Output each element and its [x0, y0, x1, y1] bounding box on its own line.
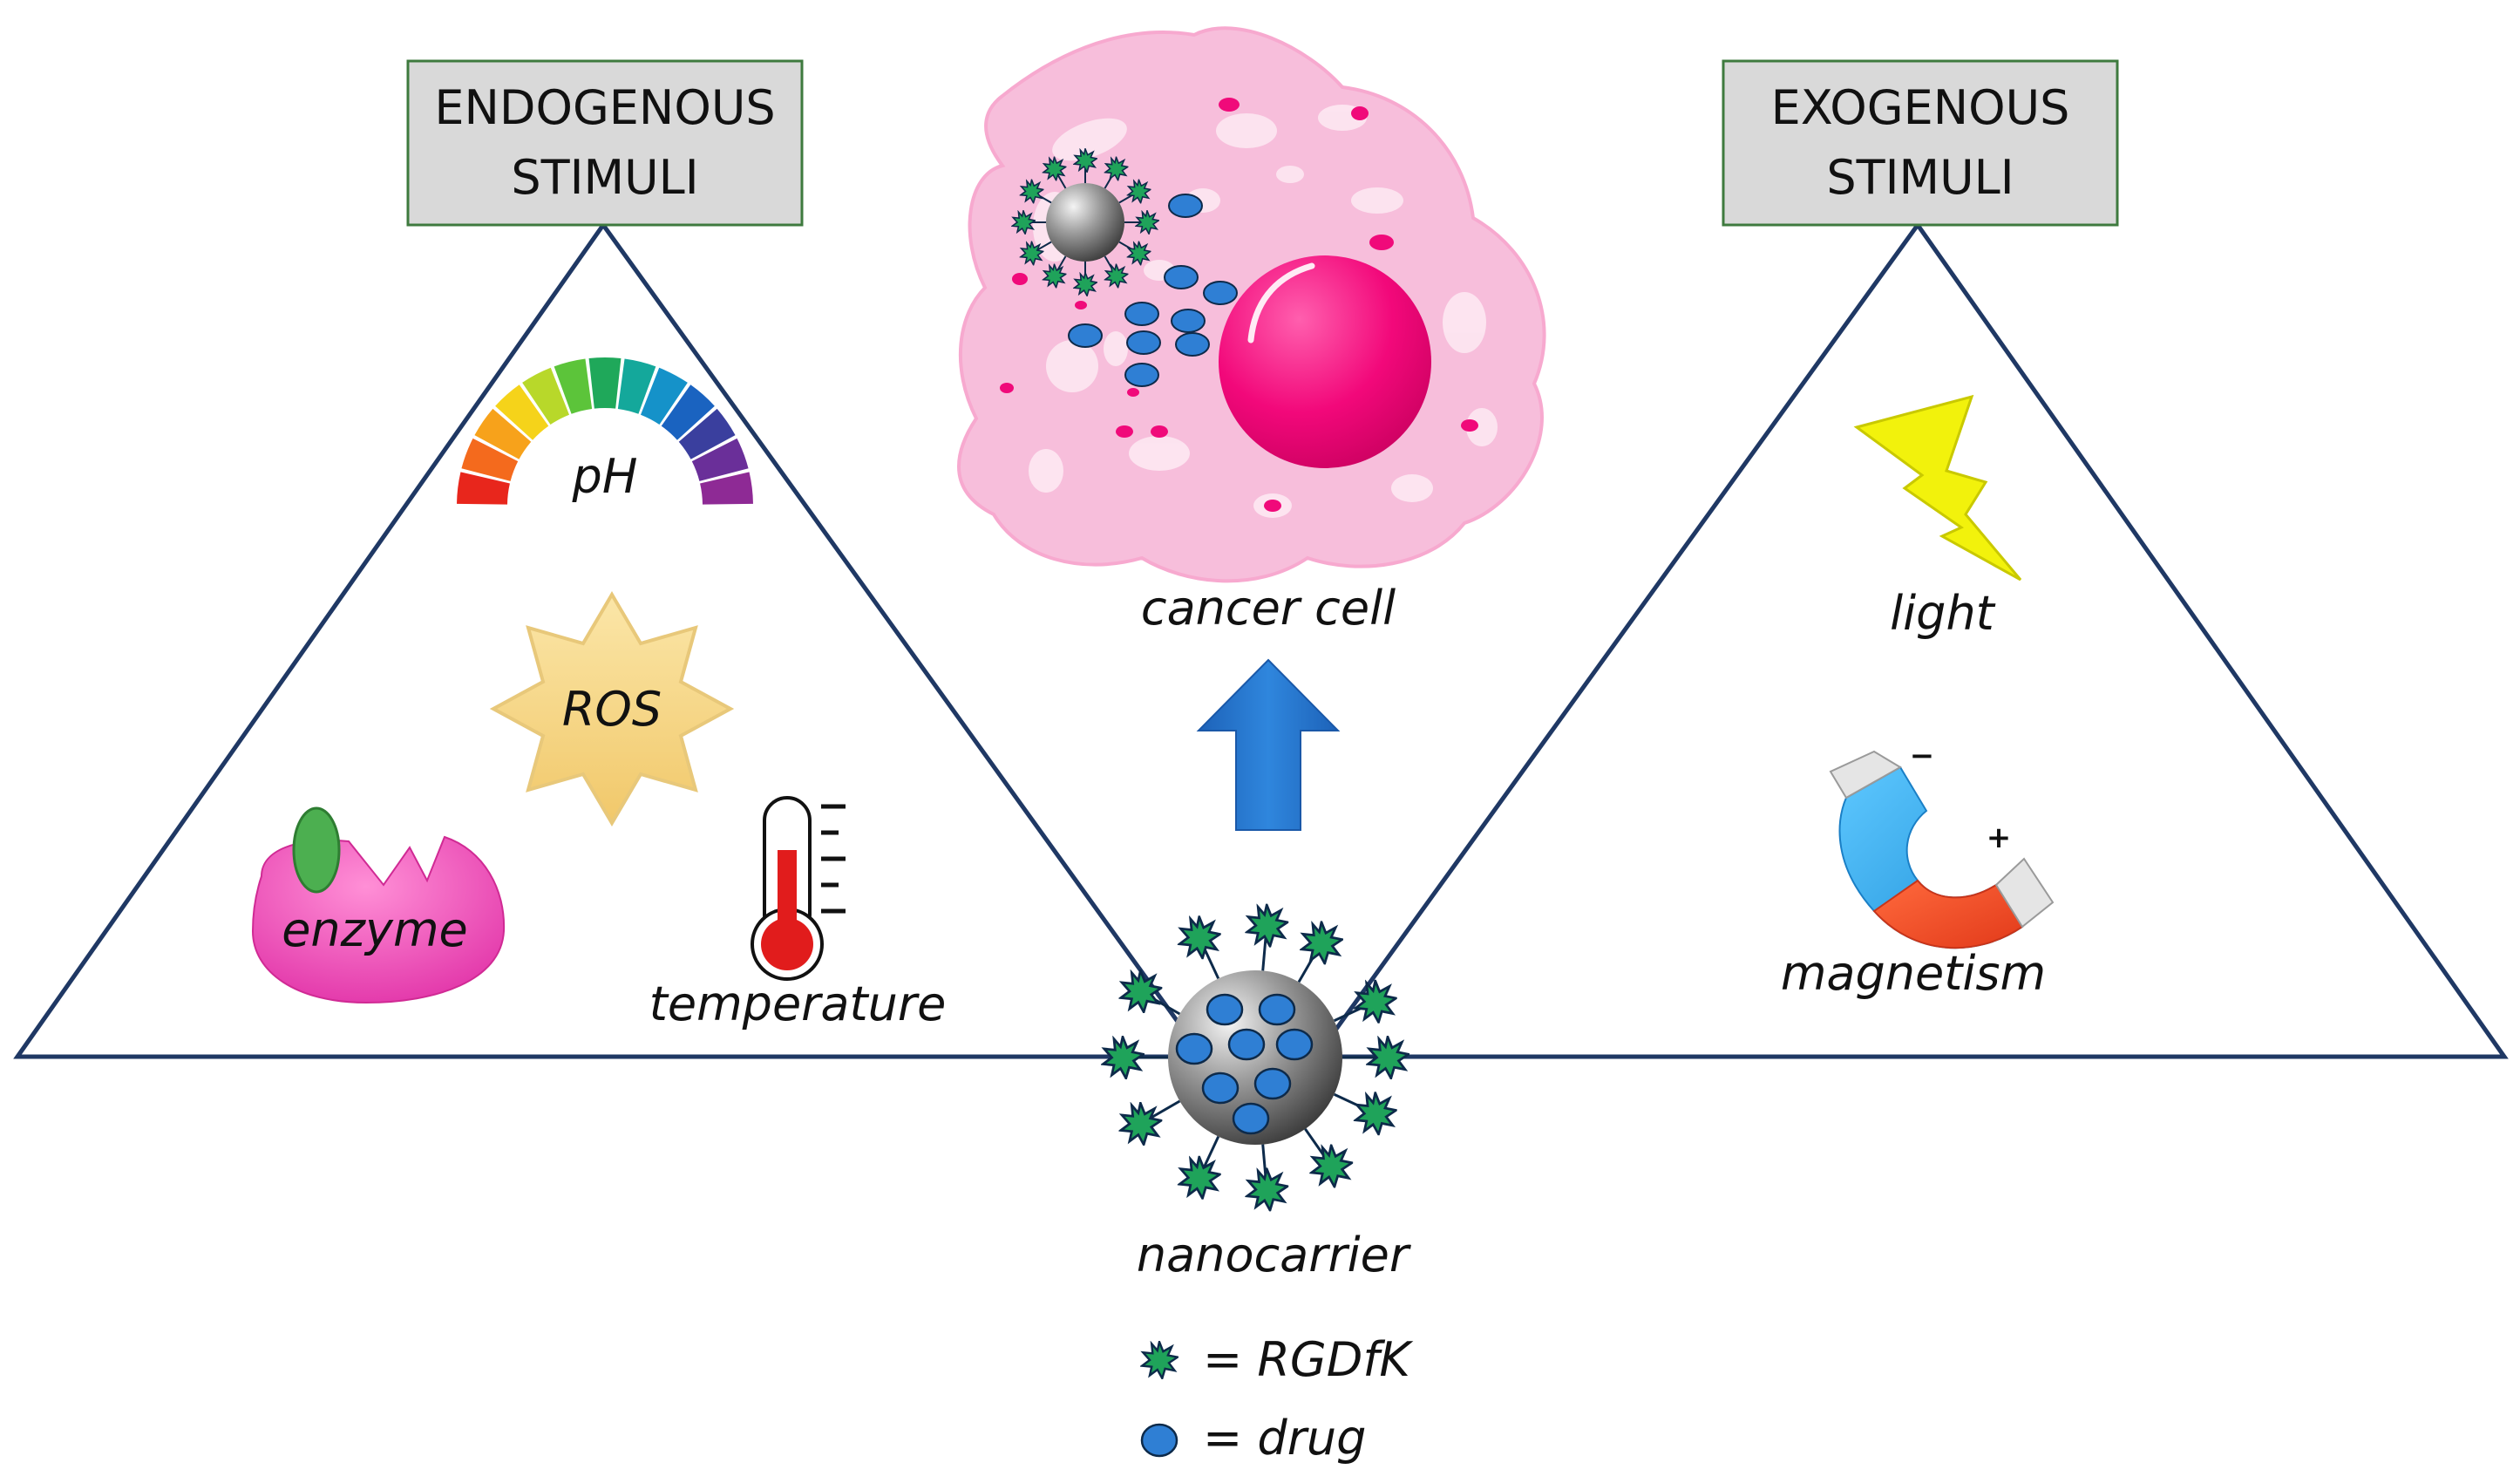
ph-gauge-segment — [700, 472, 753, 505]
ph-gauge-segment — [588, 357, 622, 409]
drug-icon — [1068, 323, 1103, 348]
drug-icon — [1203, 281, 1238, 305]
endogenous-title-line1: ENDOGENOUS — [434, 80, 775, 135]
rgdfk-icon — [1354, 979, 1397, 1024]
ph-gauge-segment — [640, 367, 688, 425]
rgdfk-icon — [1119, 1102, 1163, 1146]
enzyme-substrate-icon — [292, 806, 341, 894]
enzyme-label: enzyme — [282, 902, 468, 957]
ph-gauge-segment — [495, 384, 549, 440]
ph-gauge-segment — [474, 408, 532, 459]
drug-icon — [1124, 363, 1159, 387]
drug-icon — [1168, 194, 1203, 218]
drug-icon — [1126, 330, 1161, 355]
magnetism-label: magnetism — [1781, 946, 2046, 1001]
drug-icon — [1227, 1028, 1266, 1061]
ph-gauge-segment — [461, 438, 519, 481]
exogenous-title-box: EXOGENOUS STIMULI — [1722, 59, 2119, 227]
cell-nanocarrier-core — [1046, 183, 1124, 262]
drug-icon — [1164, 265, 1199, 289]
light-label: light — [1890, 586, 1996, 641]
drug-icon — [1175, 1032, 1213, 1065]
legend-rgdfk-label: = RGDfK — [1203, 1332, 1413, 1387]
drug-icon — [1232, 1102, 1270, 1135]
ph-gauge-icon — [457, 357, 753, 505]
nucleus — [1219, 255, 1431, 468]
ph-gauge-segment — [522, 367, 570, 425]
magnet-plus-label: + — [1987, 820, 2012, 855]
ph-label: pH — [572, 449, 638, 504]
rgdfk-legend-icon — [1140, 1341, 1178, 1379]
drug-legend-icon — [1140, 1423, 1178, 1458]
magnet-icon: − + — [1829, 738, 2055, 949]
nanocarrier-label: nanocarrier — [1137, 1228, 1411, 1282]
drug-icon — [1175, 332, 1210, 357]
ph-gauge-segment — [457, 472, 510, 505]
nanocarrier-icon — [1102, 903, 1409, 1212]
drug-icon — [1206, 993, 1244, 1026]
ros-label: ROS — [562, 682, 662, 737]
drug-icon — [1253, 1067, 1292, 1100]
ph-gauge-segment — [678, 408, 736, 459]
rgdfk-icon — [1119, 969, 1163, 1013]
lightning-icon — [1853, 394, 2022, 582]
rgdfk-icon — [1246, 903, 1289, 948]
legend: = RGDfK = drug — [1140, 1332, 1413, 1466]
rgdfk-icon — [1246, 1167, 1289, 1212]
rgdfk-icon — [1354, 1092, 1397, 1136]
endogenous-title-line2: STIMULI — [511, 150, 698, 205]
ph-gauge-segment — [617, 358, 656, 414]
ph-gauge-segment — [691, 438, 749, 481]
rgdfk-icon — [1178, 1155, 1221, 1200]
ph-gauge-segment — [661, 384, 715, 440]
endogenous-triangle — [13, 221, 1207, 1059]
exogenous-triangle — [1312, 221, 2509, 1059]
exogenous-title-line2: STIMULI — [1826, 150, 2014, 205]
enzyme-icon — [251, 806, 506, 1004]
drug-icon — [1275, 1028, 1314, 1061]
cancer-cell-icon — [957, 26, 1546, 583]
cell-drug-particles — [1068, 194, 1238, 387]
magnet-minus-label: − — [1910, 738, 1935, 773]
up-arrow-icon — [1196, 658, 1341, 831]
drug-icon — [1124, 302, 1159, 326]
drug-icon — [1258, 993, 1296, 1026]
rgdfk-icon — [1310, 1144, 1354, 1188]
cancer-cell-label: cancer cell — [1141, 581, 1396, 636]
rgdfk-icon — [1301, 921, 1343, 965]
thermometer-icon — [751, 796, 846, 981]
cell-nanocarrier-icon — [1011, 148, 1159, 296]
drug-icon — [1171, 309, 1206, 333]
ph-gauge-segment — [554, 358, 593, 414]
legend-drug-label: = drug — [1203, 1411, 1366, 1466]
temperature-label: temperature — [649, 976, 947, 1031]
exogenous-title-line1: EXOGENOUS — [1771, 80, 2070, 135]
drug-icon — [1201, 1071, 1240, 1105]
endogenous-title-box: ENDOGENOUS STIMULI — [406, 59, 804, 227]
ros-star-icon — [489, 591, 735, 827]
rgdfk-icon — [1178, 915, 1221, 960]
